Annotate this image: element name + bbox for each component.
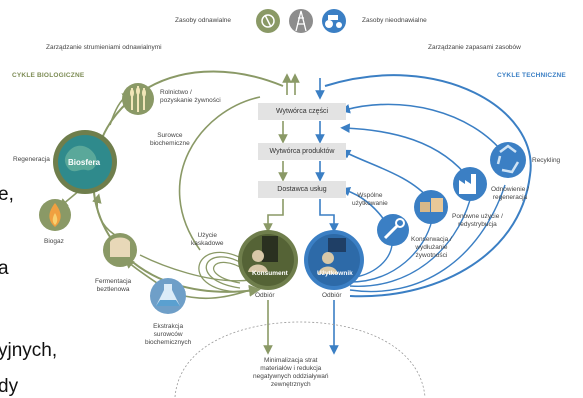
farming-label: Rolnictwo / pozyskanie żywności bbox=[160, 89, 221, 105]
cascade-label: Użycie kaskadowe bbox=[191, 232, 224, 248]
boxes-icon bbox=[414, 190, 448, 224]
user-badge: Użytkownik bbox=[317, 270, 353, 277]
tech-return-3 bbox=[349, 219, 433, 283]
cascade-loop-2 bbox=[205, 256, 246, 289]
bio-fermentation-arrow bbox=[92, 193, 116, 236]
regeneration-label: Regeneracja bbox=[13, 156, 50, 163]
flame-icon bbox=[39, 199, 71, 231]
losses-label: Minimalizacja strat materiałów i redukcj… bbox=[253, 357, 329, 389]
product-manufacturer-box: Wytwórca produktów bbox=[258, 143, 346, 160]
consumer-collection-label: Odbiór bbox=[255, 292, 275, 299]
bio-flow-3 bbox=[263, 199, 284, 233]
biosphere-globe bbox=[53, 130, 117, 194]
feedstock-label: Surowce biochemiczne bbox=[150, 132, 190, 148]
cut-text-1: e, bbox=[0, 184, 14, 205]
losses-dashed-arc bbox=[174, 321, 426, 397]
tech-cycles-header: CYKLE TECHNICZNE bbox=[497, 72, 566, 79]
refurbish-label: Odnowienie / regeneracja bbox=[491, 186, 529, 202]
wheat-icon bbox=[122, 83, 154, 115]
cut-text-4: dy bbox=[0, 376, 19, 397]
bio-feedstock-arc bbox=[178, 96, 261, 251]
consumer-icon bbox=[238, 230, 298, 290]
cascade-loop-3 bbox=[198, 251, 246, 293]
mgmt-renewable-flows: Zarządzanie strumieniami odnawialnymi bbox=[46, 44, 162, 51]
wrench-icon bbox=[377, 214, 409, 246]
recycle-icon bbox=[490, 142, 526, 178]
user-computer-icon bbox=[304, 230, 364, 290]
cut-text-3: yjnych, bbox=[0, 340, 58, 361]
biogas-tank-icon bbox=[103, 233, 137, 267]
biogas-label: Biogaz bbox=[44, 238, 64, 245]
legend-renewable: Zasoby odnawialne bbox=[175, 17, 232, 24]
consumer-badge: Konsument bbox=[252, 270, 288, 277]
bio-cycles-header: CYKLE BIOLOGICZNE bbox=[12, 72, 85, 79]
mgmt-stock: Zarządzanie zapasami zasobów bbox=[428, 44, 521, 51]
extraction-label: Ekstrakcja surowców biochemicznych bbox=[145, 323, 192, 347]
bio-extraction-arrow bbox=[124, 258, 161, 286]
tech-return-1 bbox=[349, 184, 506, 293]
maintenance-label: Konserwacja / wydłużanie żywotności bbox=[411, 236, 452, 260]
parts-manufacturer-box: Wytwórca części bbox=[258, 103, 346, 120]
cut-text-2: a bbox=[0, 258, 9, 279]
tech-outer-arc bbox=[324, 74, 532, 298]
legend-nonrenewable: Zasoby nieodnawialne bbox=[362, 17, 427, 24]
oil-rig-icon bbox=[289, 9, 313, 33]
recycle-leaf-icon bbox=[256, 9, 280, 33]
reuse-label: Ponowne użycie / redystrybucja bbox=[452, 213, 503, 229]
tractor-icon bbox=[322, 9, 346, 33]
sharing-label: Wspólne użytkowanie bbox=[352, 192, 388, 208]
tech-return-2 bbox=[349, 199, 471, 287]
tech-refurbish-arc bbox=[340, 123, 471, 181]
biosphere-label: Biosfera bbox=[68, 158, 101, 167]
service-provider-box: Dostawca usług bbox=[258, 181, 346, 198]
fermentation-label: Fermentacja beztlenowa bbox=[95, 278, 132, 294]
user-collection-label: Odbiór bbox=[322, 292, 342, 299]
cascade-loop-1 bbox=[213, 261, 246, 284]
factory-icon bbox=[453, 167, 487, 201]
bio-consumer-to-fermentation bbox=[139, 254, 251, 282]
tech-flow-3 bbox=[319, 199, 339, 233]
recycling-label: Recykling bbox=[532, 157, 561, 164]
flask-icon bbox=[150, 278, 186, 314]
tech-recycling-arc bbox=[340, 103, 506, 156]
